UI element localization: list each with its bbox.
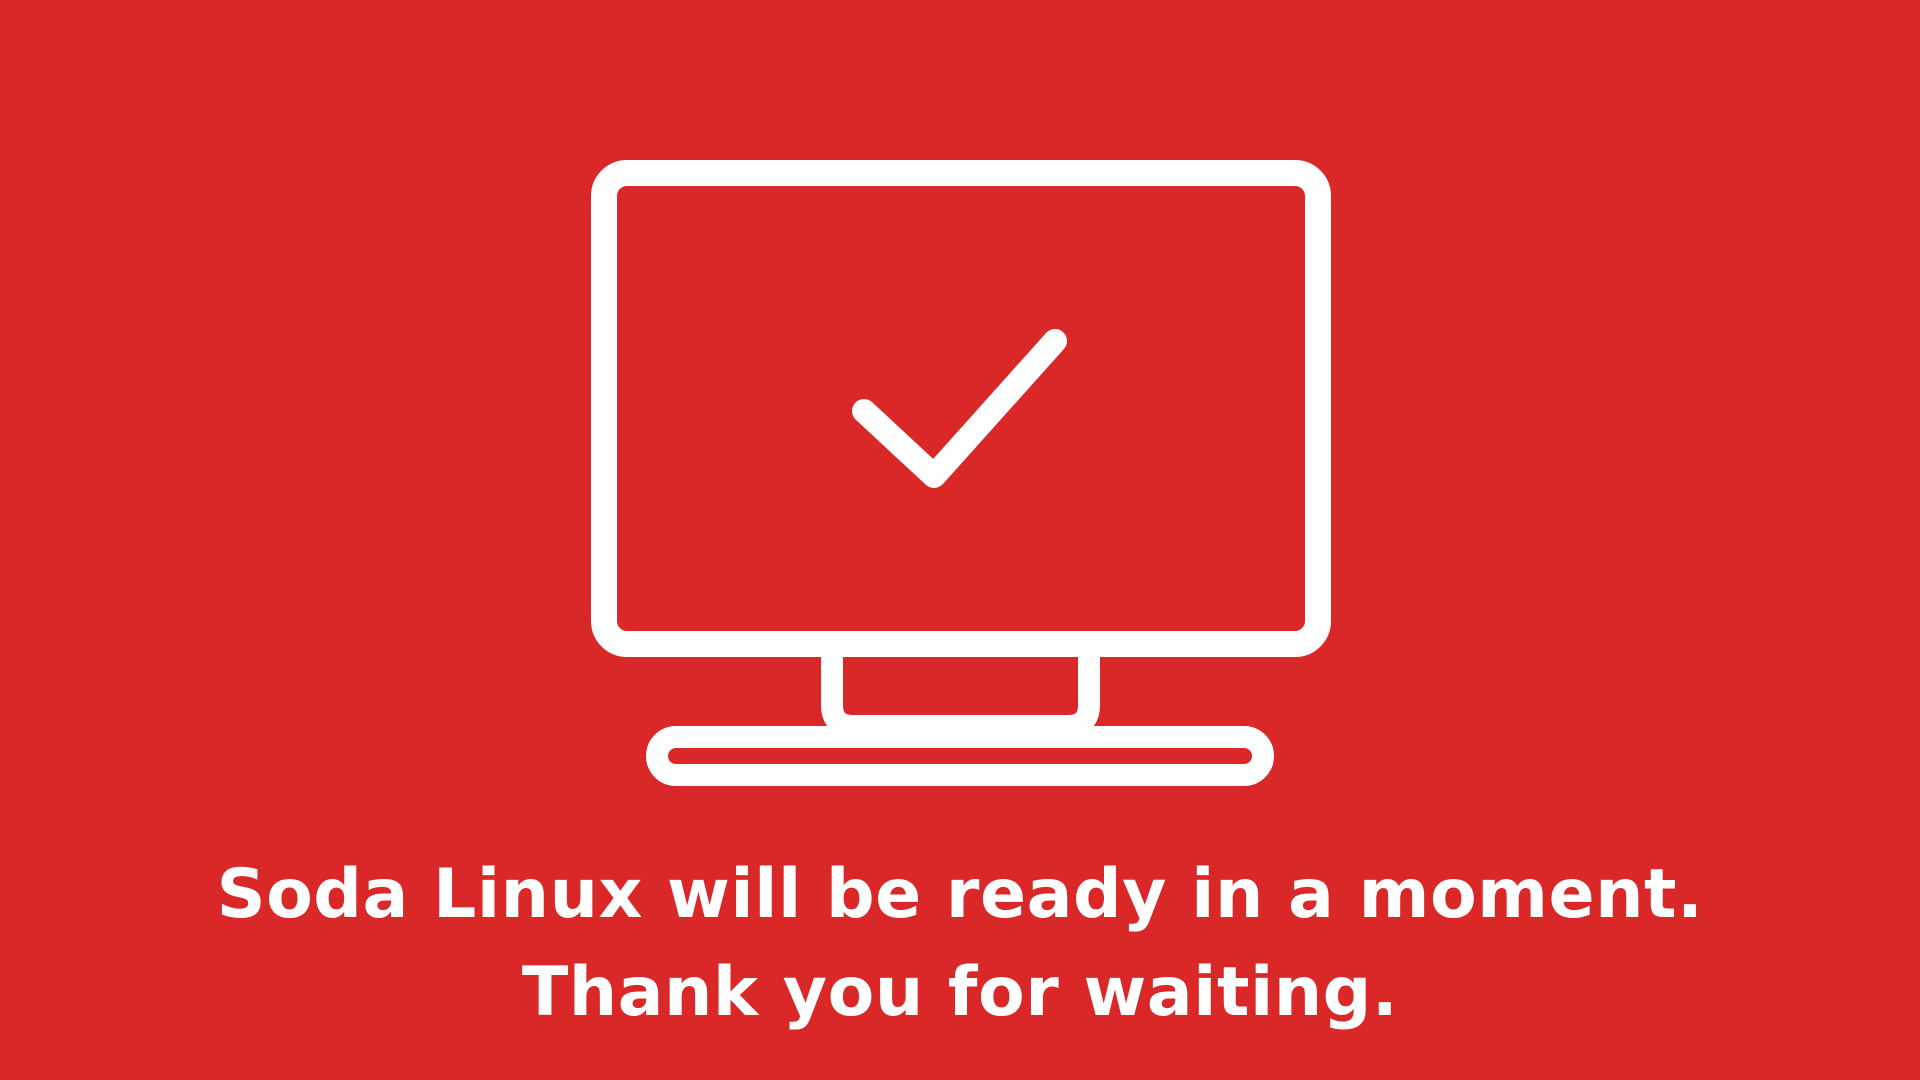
monitor-stand-base	[646, 726, 1274, 786]
status-message-line-1: Soda Linux will be ready in a moment.	[216, 855, 1704, 934]
monitor-screen-frame	[591, 160, 1331, 657]
monitor-stand-neck	[821, 657, 1100, 737]
status-message: Soda Linux will be ready in a moment. Th…	[0, 846, 1920, 1042]
status-message-line-2: Thank you for waiting.	[521, 953, 1399, 1032]
checkmark-icon	[852, 329, 1067, 488]
